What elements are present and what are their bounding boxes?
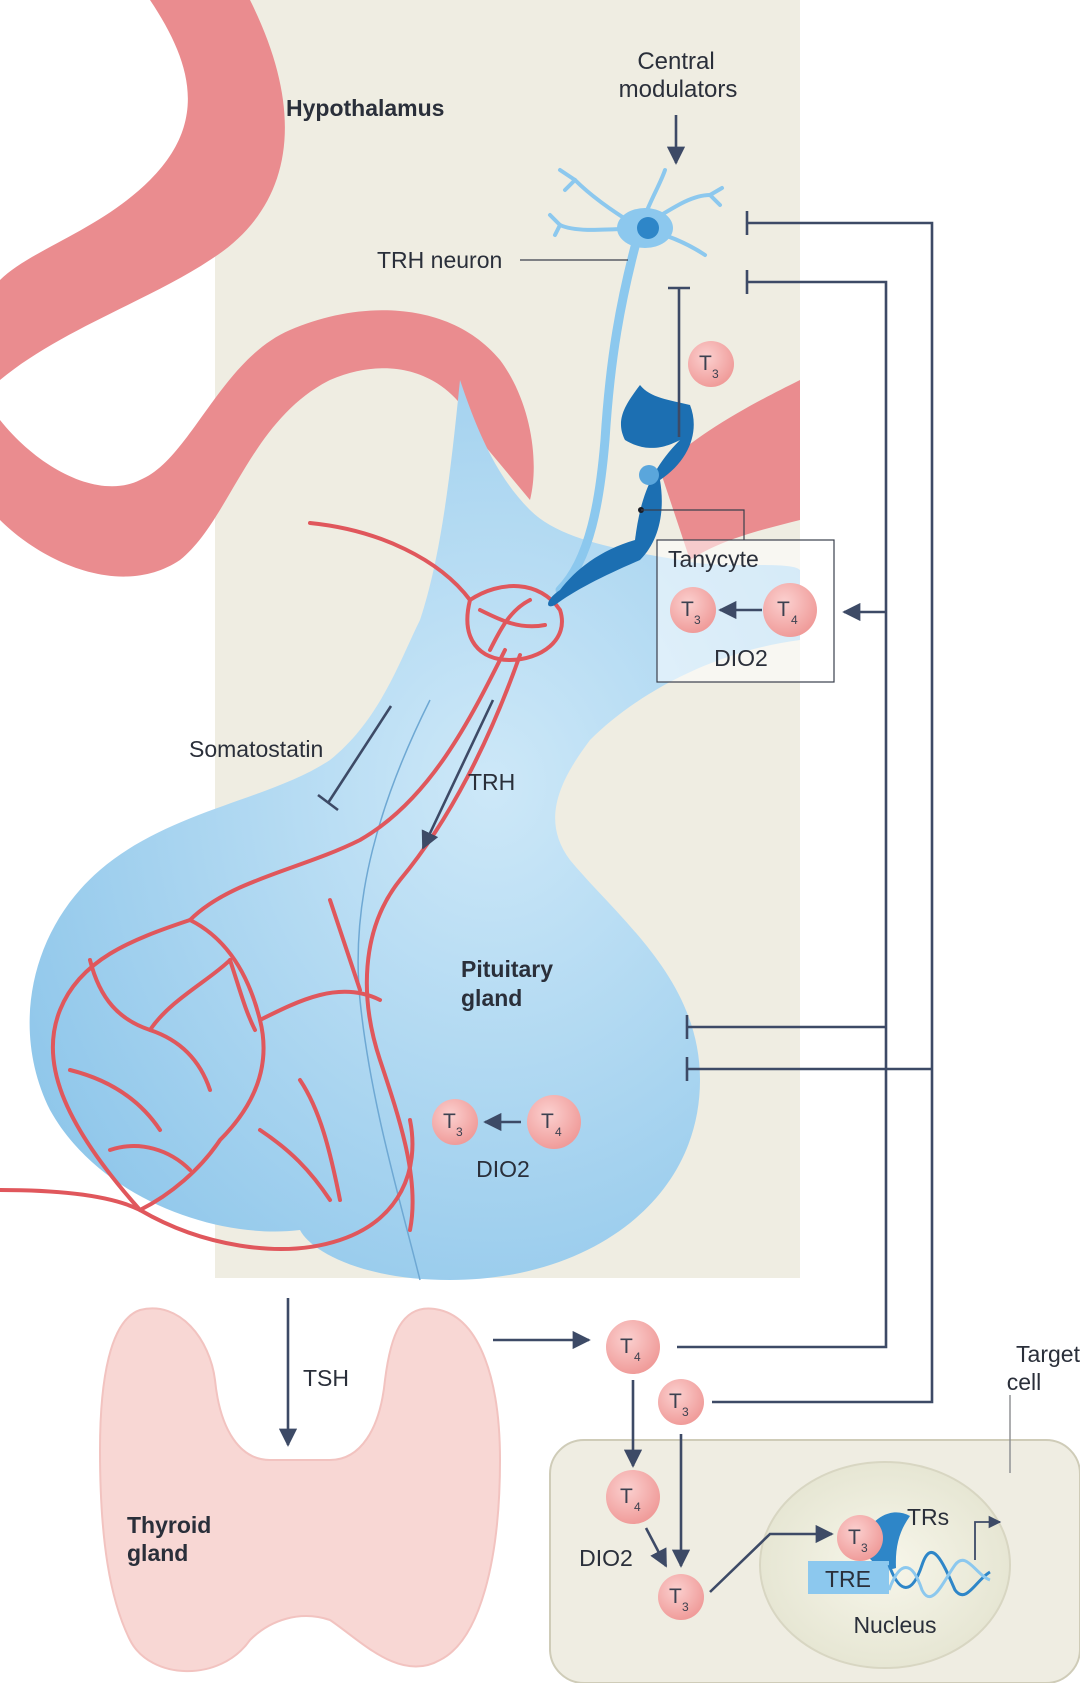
svg-text:3: 3 [694, 613, 701, 627]
tre-label: TRE [825, 1566, 871, 1592]
molecule-t4-intracellular: T 4 [606, 1470, 660, 1524]
molecule-t4-circulating: T 4 [606, 1320, 660, 1374]
portal-capillaries [0, 521, 564, 1251]
cell-dio2-label: DIO2 [579, 1545, 633, 1571]
trh-neuron-nucleus [637, 217, 659, 239]
dna-helix [887, 1550, 991, 1599]
pituitary-label-line1: Pituitary [461, 956, 553, 982]
vessel-lower [0, 310, 534, 577]
target-cell-label-line2: cell [1007, 1369, 1042, 1395]
molecule-t3-intracellular: T 3 [658, 1574, 704, 1620]
trh-neuron [548, 168, 724, 595]
svg-text:T: T [669, 1390, 682, 1413]
tanycyte-label: Tanycyte [668, 546, 759, 572]
molecule-t3-bound-tr: T 3 [837, 1515, 883, 1561]
svg-text:T: T [699, 352, 712, 375]
tsh-label: TSH [303, 1365, 349, 1391]
thyroid-label-line1: Thyroid [127, 1512, 211, 1538]
target-cell-label-line1: Target [1016, 1341, 1080, 1367]
thyroid-label-line2: gland [127, 1540, 188, 1566]
molecule-t4-pituitary: T 4 [527, 1095, 581, 1149]
pathway-arrows [278, 115, 934, 1593]
somatostatin-label: Somatostatin [189, 736, 323, 762]
svg-text:T: T [681, 598, 694, 621]
vessel-upper [0, 0, 285, 380]
tre-box [808, 1561, 889, 1594]
svg-text:3: 3 [682, 1600, 689, 1614]
svg-text:3: 3 [456, 1125, 463, 1139]
hypothalamus-label: Hypothalamus [286, 95, 444, 121]
pituitary-label-line2: gland [461, 985, 522, 1011]
svg-text:3: 3 [861, 1541, 868, 1555]
pituitary-gland [29, 380, 800, 1280]
trh-neuron-label: TRH neuron [377, 247, 502, 273]
svg-text:4: 4 [791, 613, 798, 627]
tanycyte-leader-line [641, 509, 745, 540]
svg-text:3: 3 [712, 367, 719, 381]
svg-text:T: T [620, 1335, 633, 1358]
molecule-t3-neuron: T 3 [688, 341, 734, 387]
pituitary-dio2-label: DIO2 [476, 1156, 530, 1182]
svg-text:T: T [541, 1110, 554, 1133]
svg-text:4: 4 [634, 1500, 641, 1514]
svg-text:T: T [848, 1526, 861, 1549]
svg-text:T: T [443, 1110, 456, 1133]
svg-text:T: T [669, 1585, 682, 1608]
molecule-t3-circulating: T 3 [658, 1379, 704, 1425]
thyroid-gland [98, 1307, 502, 1673]
molecule-t4-tanycyte: T 4 [763, 583, 817, 637]
svg-text:3: 3 [682, 1405, 689, 1419]
svg-text:T: T [620, 1485, 633, 1508]
vessel-right [660, 380, 800, 560]
svg-text:4: 4 [634, 1350, 641, 1364]
central-modulators-label-line2: modulators [619, 76, 738, 103]
molecule-t3-pituitary: T 3 [432, 1099, 478, 1145]
nucleus-label: Nucleus [853, 1612, 936, 1638]
molecule-t3-tanycyte: T 3 [670, 587, 716, 633]
svg-text:T: T [777, 598, 790, 621]
tanycyte-dio2-label: DIO2 [714, 645, 768, 671]
central-modulators-label-line1: Central [637, 48, 714, 75]
trs-label: TRs [907, 1504, 949, 1530]
tanycyte-nucleus [639, 465, 659, 485]
transcription-start-arrow [974, 1515, 1002, 1560]
svg-text:4: 4 [555, 1125, 562, 1139]
trh-label: TRH [468, 769, 515, 795]
